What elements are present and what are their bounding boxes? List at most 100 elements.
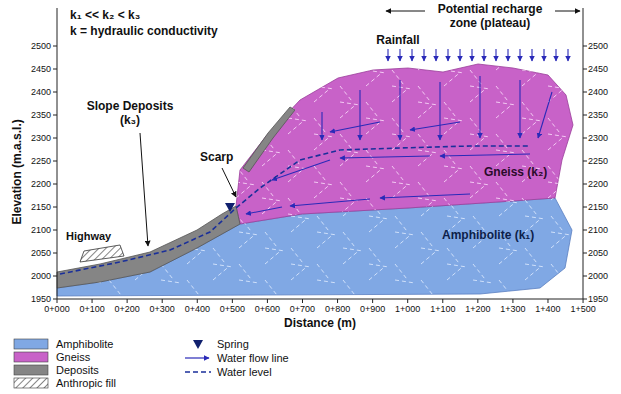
legend-text: Spring	[217, 338, 249, 351]
legend-swatch	[14, 339, 48, 349]
fracture	[236, 70, 247, 84]
fracture	[109, 280, 120, 294]
tick	[53, 207, 57, 208]
fracture	[418, 58, 432, 70]
fracture	[236, 134, 254, 137]
elevation-tick-label: 2500	[588, 41, 608, 51]
anthropic-fill	[80, 245, 124, 262]
highway-label: Highway	[66, 230, 111, 243]
fracture	[470, 138, 484, 150]
tick	[442, 299, 443, 303]
flow-line	[330, 122, 380, 132]
fracture	[265, 252, 279, 264]
axis-line	[57, 8, 58, 299]
fracture	[369, 248, 380, 262]
fracture	[314, 214, 325, 228]
geology	[57, 58, 592, 296]
fracture	[239, 236, 253, 248]
elevation-tick-label: 2050	[588, 248, 608, 258]
fracture	[369, 216, 387, 219]
amphibolite-label: Amphibolite (k₁)	[442, 229, 534, 243]
fracture	[340, 58, 354, 70]
fracture	[470, 182, 488, 185]
fracture	[262, 106, 276, 118]
fracture	[548, 166, 559, 180]
legend-swatch	[14, 352, 48, 362]
fracture	[574, 154, 588, 166]
fracture	[525, 268, 539, 280]
fracture	[473, 188, 487, 200]
elevation-tick-label: 2050	[31, 248, 51, 258]
distance-tick-label: 0+200	[114, 304, 139, 314]
fracture	[366, 170, 380, 182]
fracture	[213, 268, 227, 280]
flow-line	[440, 154, 530, 156]
flow-line	[479, 76, 480, 138]
recharge-extent-arrow	[386, 11, 425, 12]
fracture	[343, 204, 357, 216]
elevation-tick-label: 2250	[588, 156, 608, 166]
elevation-tick-label: 2350	[31, 110, 51, 120]
distance-tick-label: 1+300	[500, 304, 525, 314]
fracture	[265, 248, 283, 251]
fracture	[392, 118, 403, 132]
upper-deposits	[243, 107, 295, 172]
elevation-tick-label: 2400	[588, 87, 608, 97]
tick	[583, 92, 587, 93]
elevation-tick-label: 2150	[588, 202, 608, 212]
fracture	[551, 216, 562, 230]
slope-deposits	[57, 206, 240, 288]
fracture	[447, 268, 461, 280]
fracture	[366, 118, 384, 121]
tick	[127, 299, 128, 303]
legend-text: Gneiss	[56, 351, 90, 364]
fracture	[522, 118, 540, 121]
fracture	[57, 216, 75, 219]
fracture	[522, 74, 536, 86]
fracture	[418, 106, 432, 118]
fracture	[473, 264, 484, 278]
rain-arrow	[567, 49, 568, 61]
fracture	[444, 74, 458, 86]
fracture	[83, 188, 97, 200]
fracture	[447, 216, 465, 219]
rain-arrow	[471, 49, 472, 61]
tick	[583, 299, 587, 300]
fracture	[236, 86, 254, 89]
distance-tick-label: 1+000	[395, 304, 420, 314]
fracture	[262, 154, 276, 166]
fracture	[447, 264, 465, 267]
fracture	[395, 232, 413, 235]
fracture	[340, 154, 354, 166]
fracture	[418, 182, 429, 196]
fracture	[395, 264, 406, 278]
legend-water-level	[185, 371, 211, 373]
fracture	[57, 264, 75, 267]
fracture	[161, 264, 172, 278]
amphibolite-fractures	[57, 188, 569, 294]
recharge-extent-arrow	[555, 11, 580, 12]
fracture	[496, 202, 510, 214]
fracture	[314, 186, 328, 198]
tick	[372, 299, 373, 303]
fracture	[392, 182, 410, 185]
fracture	[574, 58, 588, 70]
fracture	[236, 118, 247, 132]
fracture	[57, 248, 68, 262]
tick	[53, 92, 57, 93]
distance-tick-label: 0+000	[44, 304, 69, 314]
fracture	[499, 204, 513, 216]
tick	[477, 299, 478, 303]
fracture	[239, 216, 250, 230]
distance-tick-label: 0+100	[79, 304, 104, 314]
elevation-tick-label: 2400	[31, 87, 51, 97]
fracture	[369, 220, 383, 232]
conductivity-note: k = hydraulic conductivity	[70, 25, 218, 39]
fracture	[265, 280, 276, 294]
fracture	[239, 280, 257, 283]
fracture	[392, 86, 410, 89]
tick	[583, 138, 587, 139]
elevation-tick-label: 2100	[588, 225, 608, 235]
fracture	[317, 280, 335, 283]
rain-arrow	[531, 49, 532, 61]
